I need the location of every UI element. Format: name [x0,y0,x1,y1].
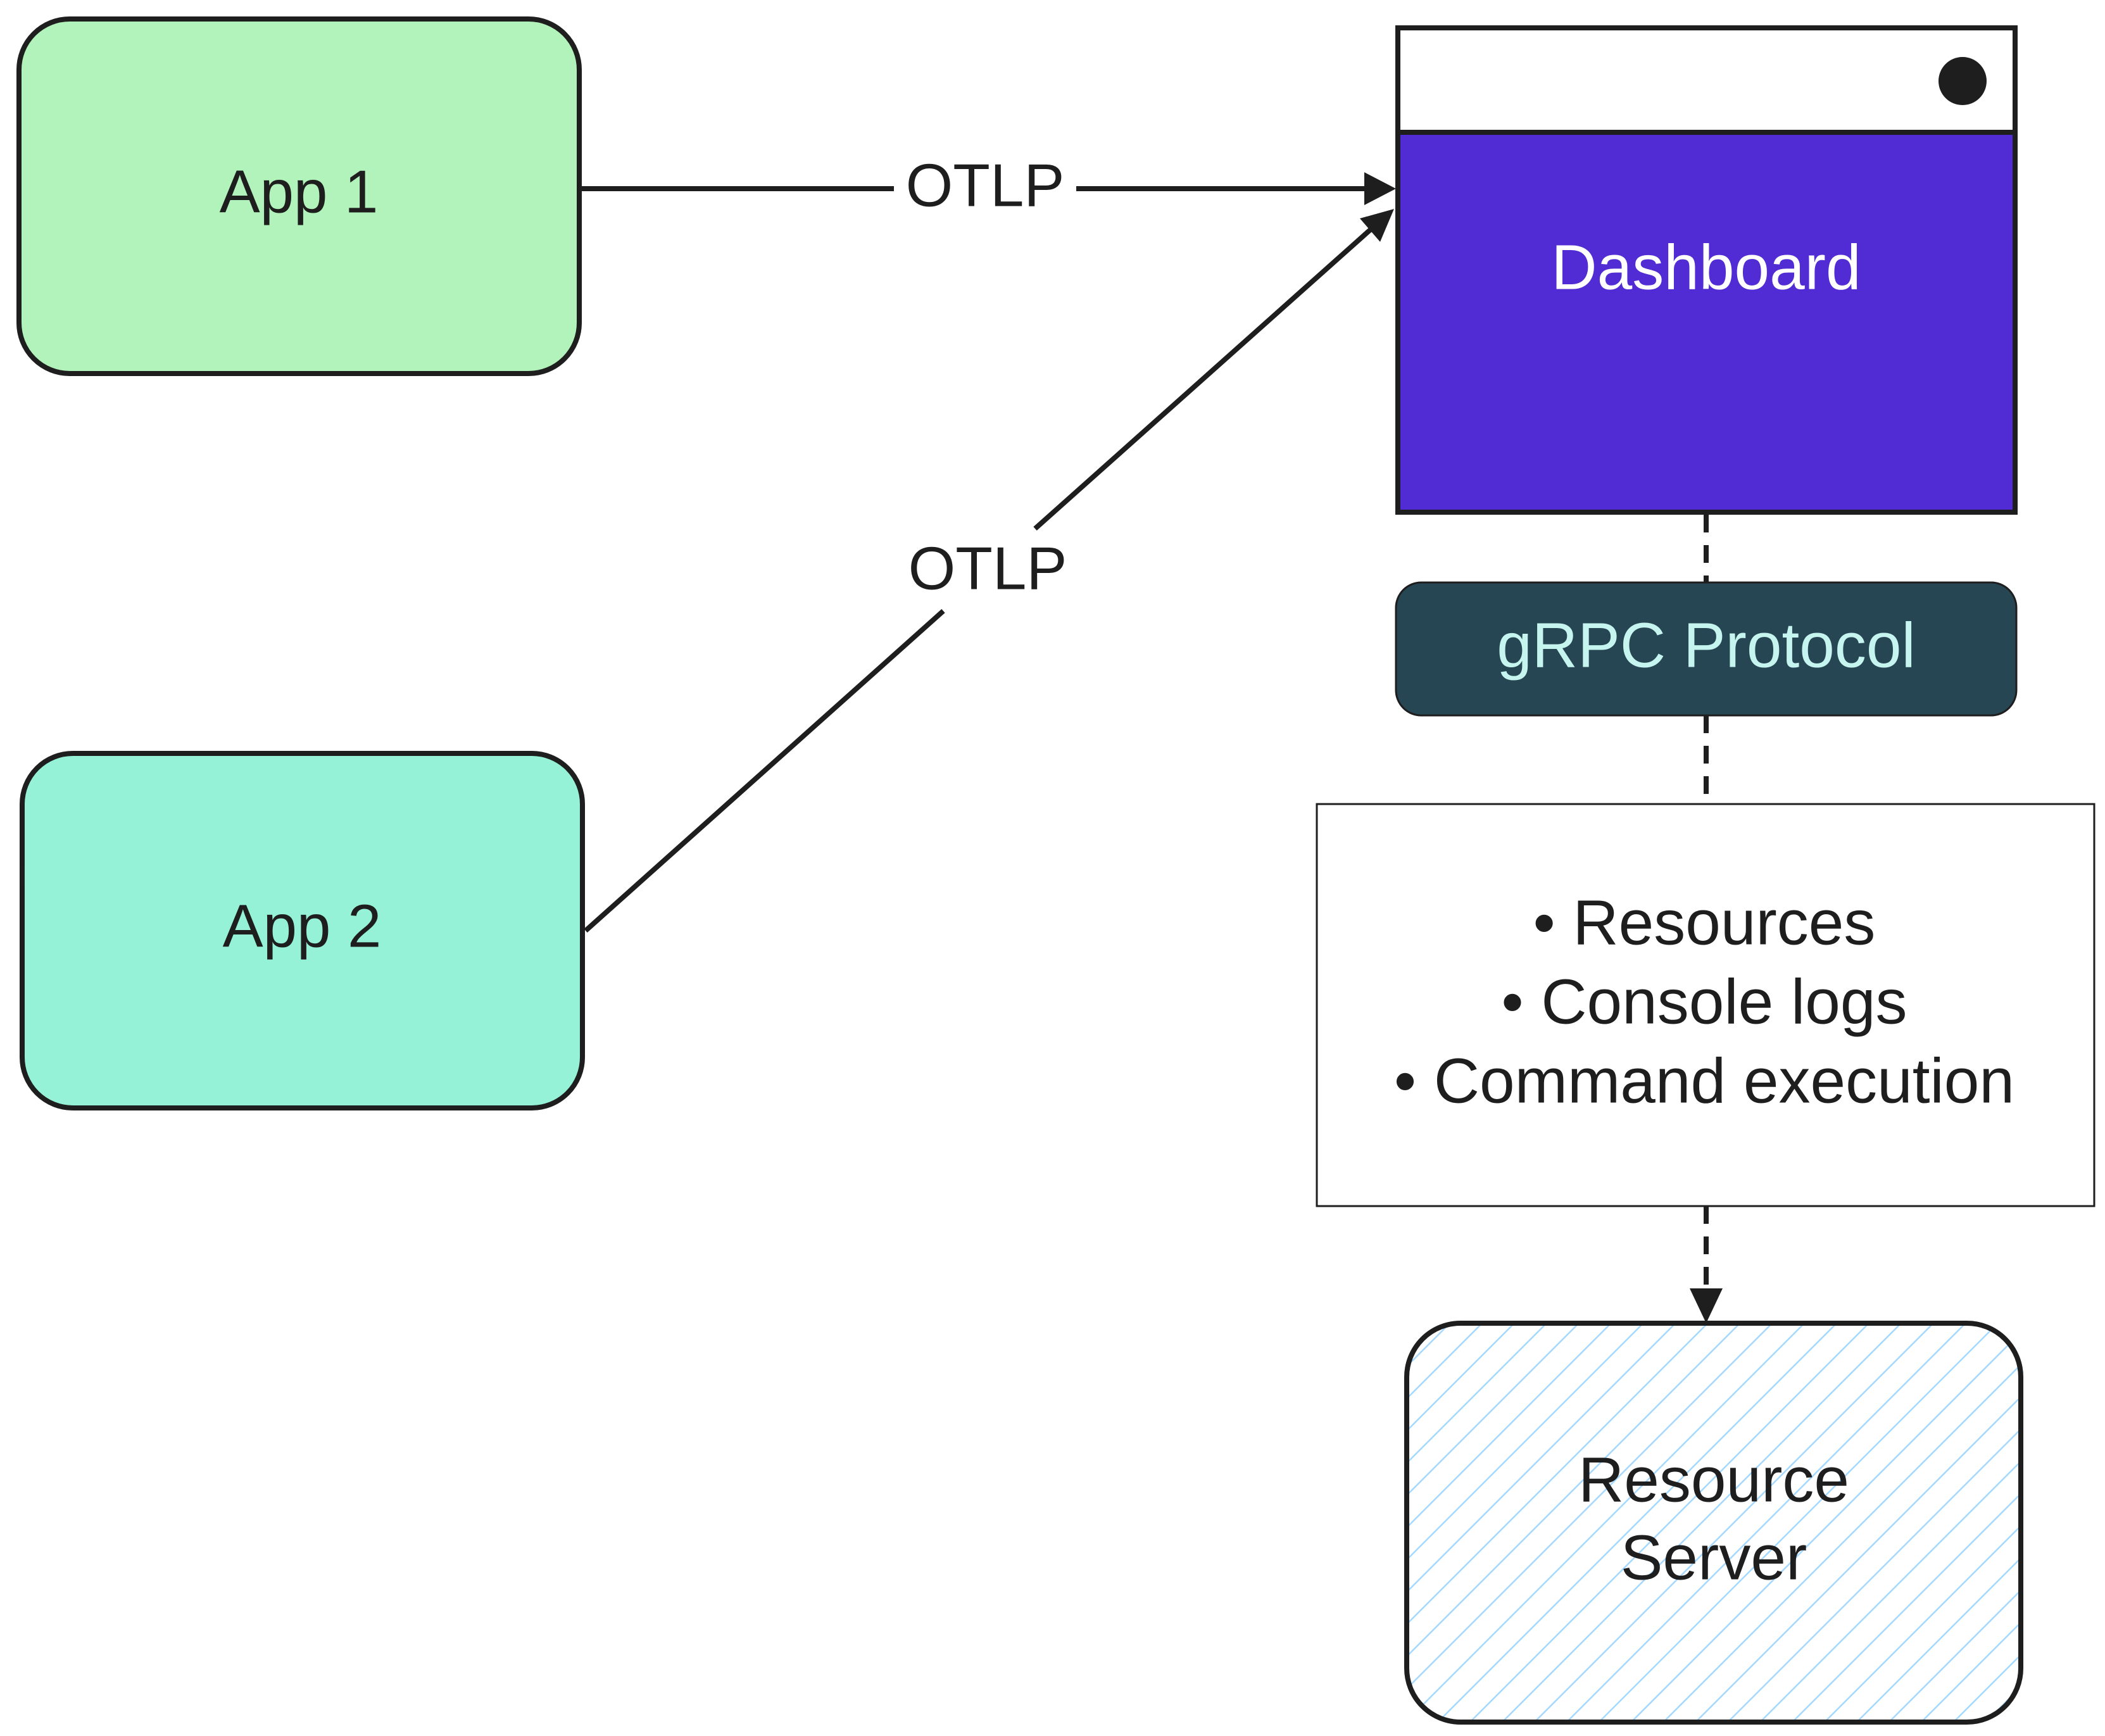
capability-item: • Command execution [1394,1045,2014,1116]
edge-app1-to-dashboard: OTLP [579,151,1396,219]
grpc-protocol-node[interactable]: gRPC Protocol [1395,581,2018,717]
dashboard-title-bar [1395,25,2018,135]
capability-item: • Console logs [1502,966,1907,1037]
app1-node[interactable]: App 1 [16,16,582,376]
arrowhead-icon [1360,209,1394,242]
resource-server-label-line1: Resource [1578,1444,1849,1515]
app2-label: App 2 [223,892,382,960]
resource-server-label-line2: Server [1621,1522,1807,1593]
capabilities-box: • Resources • Console logs • Command exe… [1316,803,2096,1207]
arrowhead-icon [1690,1288,1723,1323]
capability-item: • Resources [1533,887,1876,958]
app1-label: App 1 [220,158,379,225]
edge-to-resource-server [1690,1206,1723,1323]
resource-server-node[interactable]: Resource Server [1404,1321,2023,1725]
dashboard-node[interactable]: Dashboard [1395,25,2018,515]
app2-node[interactable]: App 2 [20,751,585,1110]
edge-label-otlp-1: OTLP [906,151,1065,219]
edge-app2-to-dashboard: OTLP [584,209,1394,933]
arrowhead-icon [1364,172,1396,205]
dashboard-label: Dashboard [1551,232,1861,303]
grpc-label: gRPC Protocol [1497,610,1915,681]
window-dot-icon [1938,57,1987,105]
dashboard-body [1395,130,2018,515]
edge-label-otlp-2: OTLP [908,534,1067,602]
